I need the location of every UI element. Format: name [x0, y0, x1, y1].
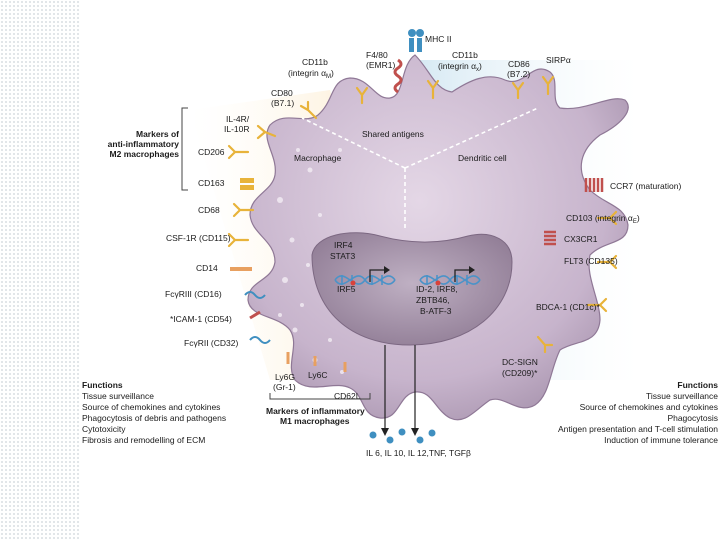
functions-right-item: Phagocytosis [667, 413, 718, 423]
label-flt3: FLT3 (CD135) [564, 256, 618, 266]
functions-left-item: Tissue surveillance [82, 391, 154, 401]
m1-receptors [286, 352, 347, 372]
transcription-arrowhead-left [384, 266, 390, 274]
icam1-receptor-icon [249, 310, 261, 320]
mhc2-receptor-icon [408, 29, 424, 52]
label-b71: (B7.1) [271, 98, 294, 108]
diagram-canvas: MHC II F4/80 (EMR1) CD11b (integrin αM) … [80, 0, 720, 540]
fcgr2-receptor-icon [249, 336, 271, 344]
ccr7-receptor-icon [584, 178, 604, 192]
label-irf4: IRF4 [334, 240, 353, 250]
label-irf5: IRF5 [337, 284, 356, 294]
label-mhc2: MHC II [425, 34, 451, 44]
functions-right-item: Antigen presentation and T-cell stimulat… [558, 424, 718, 434]
macrophage-dendritic-diagram: MHC II F4/80 (EMR1) CD11b (integrin αM) … [82, 29, 718, 458]
label-csf1r: CSF-1R (CD115) [166, 233, 231, 243]
secretion-arrowhead-left [381, 428, 389, 436]
label-cx3cr1: CX3CR1 [564, 234, 598, 244]
receptors [227, 75, 618, 354]
label-macrophage: Macrophage [294, 153, 342, 163]
m2-title-line1: Markers of [136, 129, 179, 139]
label-cd103: CD103 (integrin αE) [566, 213, 640, 225]
functions-left-item: Fibrosis and remodelling of ECM [82, 435, 205, 445]
cd163-receptor-icon [240, 178, 254, 190]
functions-right-item: Tissue surveillance [646, 391, 718, 401]
nucleus [311, 232, 513, 346]
functions-right-item: Source of chemokines and cytokines [580, 402, 718, 412]
transcription-arrow-right [454, 269, 469, 282]
label-cd163: CD163 [198, 178, 225, 188]
functions-left-item: Source of chemokines and cytokines [82, 402, 220, 412]
cd14-receptor-icon [230, 267, 252, 271]
cell-dividers [301, 107, 539, 228]
label-zbtb46: ZBTB46, [416, 295, 450, 305]
transcription-arrowhead-right [469, 266, 475, 274]
label-ly6g: Ly6G [275, 372, 295, 382]
label-dendritic-cell: Dendritic cell [458, 153, 507, 163]
label-stat3: STAT3 [330, 251, 355, 261]
secretion-arrowhead-right [411, 428, 419, 436]
label-dcsign: DC-SIGN [502, 357, 538, 367]
label-cytokines: IL 6, IL 10, IL 12,TNF, TGFβ [366, 448, 471, 458]
functions-right-title: Functions [677, 380, 718, 390]
label-fcgr3: FcγRIII (CD16) [165, 289, 222, 299]
label-icam1: *ICAM-1 (CD54) [170, 314, 232, 324]
functions-right-item: Induction of immune tolerance [604, 435, 718, 445]
label-shared-antigens: Shared antigens [362, 129, 424, 139]
label-cd206: CD206 [198, 147, 225, 157]
label-id2: ID-2, IRF8, [416, 284, 458, 294]
label-b72: (B7.2) [507, 69, 530, 79]
m2-bracket [181, 107, 188, 191]
label-f480: F4/80 [366, 50, 388, 60]
label-batf3: B-ATF-3 [420, 306, 452, 316]
label-ccr7: CCR7 (maturation) [610, 181, 681, 191]
functions-left-title: Functions [82, 380, 123, 390]
m2-title-line2: anti-inflammatory [108, 139, 180, 149]
m1-bracket [269, 393, 371, 400]
functions-left-item: Phagocytosis of debris and pathogens [82, 413, 226, 423]
label-emr1: (EMR1) [366, 60, 395, 70]
label-il10r: IL-10R [224, 124, 250, 134]
label-fcgr2: FcγRII (CD32) [184, 338, 238, 348]
label-cd86: CD86 [508, 59, 530, 69]
label-cd62l: CD62L [334, 391, 361, 401]
fcgr3-receptor-icon [244, 291, 266, 299]
label-cd11b-left: CD11b [302, 57, 328, 67]
label-cd80: CD80 [271, 88, 293, 98]
dotted-side-stripe [0, 0, 80, 540]
cell-body [247, 54, 629, 421]
red-factor-dot-right [435, 280, 441, 286]
label-cd11b-right: CD11b [452, 50, 478, 60]
m1-title-line2: M1 macrophages [280, 416, 350, 426]
functions-left-item: Cytotoxicity [82, 424, 126, 434]
label-gr1: (Gr-1) [273, 382, 296, 392]
f480-receptor-icon [393, 58, 403, 94]
label-cd209: (CD209)* [502, 368, 538, 378]
label-sirpa: SIRPα [546, 55, 571, 65]
secretion-arrows [384, 345, 416, 430]
transcription-arrow-left [369, 269, 384, 282]
red-factor-dot-left [350, 280, 356, 286]
label-il4r: IL-4R/ [226, 114, 250, 124]
label-cd68: CD68 [198, 205, 220, 215]
label-integrin-left: (integrin αM) [288, 68, 334, 80]
label-integrin-right: (integrin αx) [438, 61, 482, 73]
cytokine-dots [369, 428, 436, 444]
dna-right-icon [419, 275, 481, 285]
cx3cr1-receptor-icon [544, 230, 556, 246]
label-ly6c: Ly6C [308, 370, 328, 380]
label-cd14: CD14 [196, 263, 218, 273]
label-bdca1: BDCA-1 (CD1c)* [536, 302, 600, 312]
m2-title-line3: M2 macrophages [110, 149, 180, 159]
m1-title-line1: Markers of inflammatory [266, 406, 365, 416]
